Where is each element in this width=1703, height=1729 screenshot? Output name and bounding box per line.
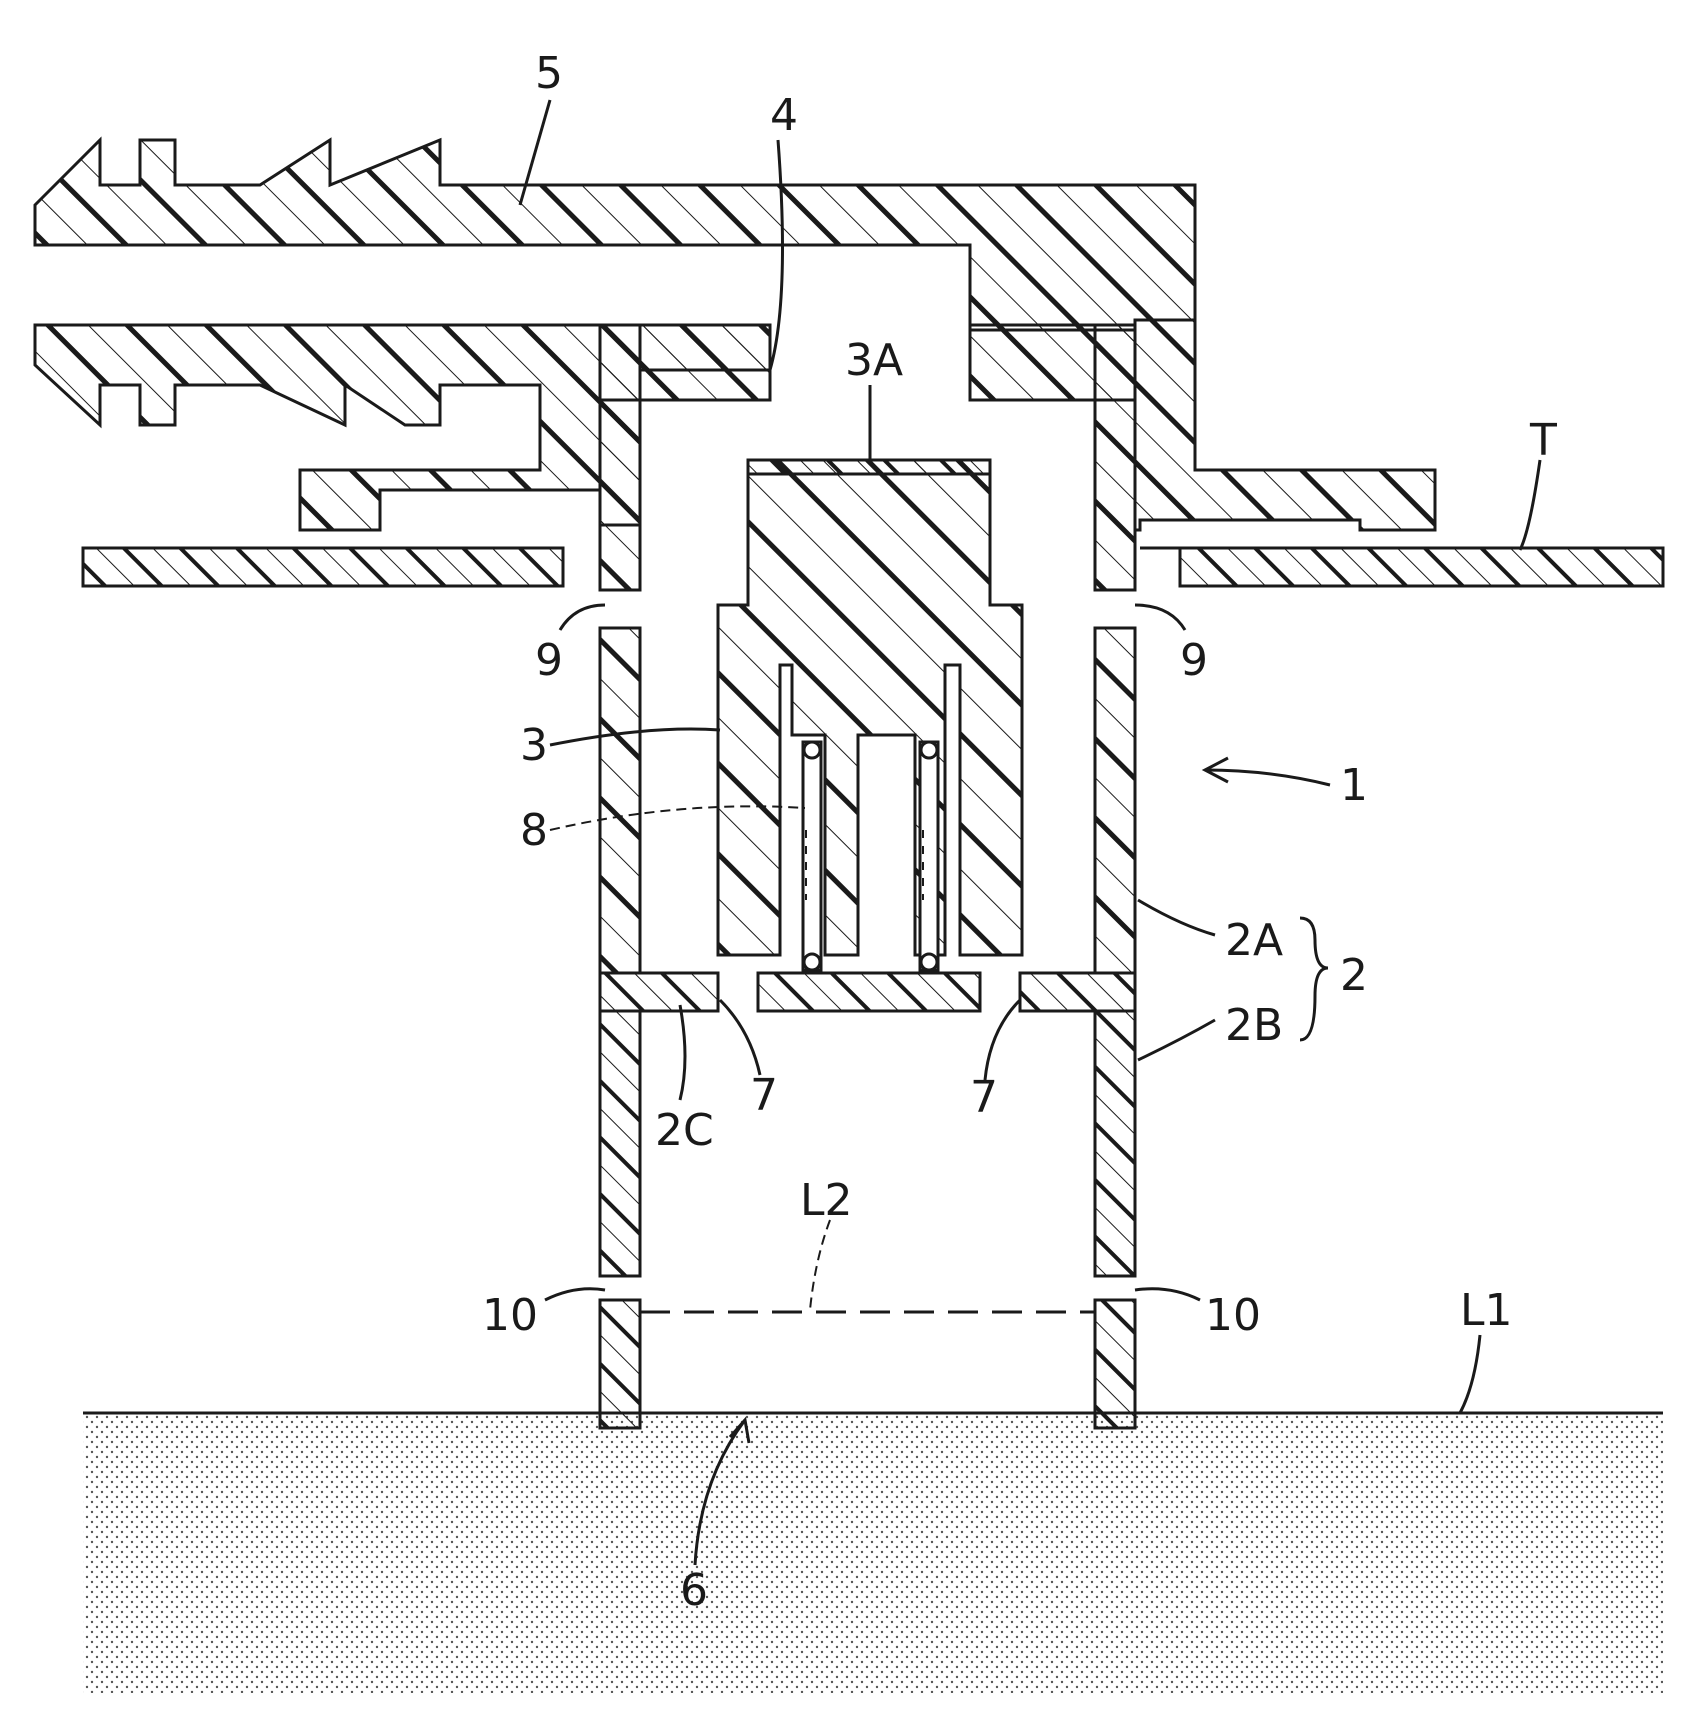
label-10-left: 10 (482, 1290, 538, 1341)
label-T: T (1529, 415, 1557, 466)
leader-10-right (1135, 1289, 1200, 1300)
leader-9-left (560, 605, 605, 630)
label-2A: 2A (1225, 915, 1283, 966)
label-1: 1 (1340, 760, 1368, 811)
leader-L2 (810, 1220, 830, 1310)
partition-2C-right (1020, 973, 1135, 1011)
partition-2C-left (600, 973, 718, 1011)
leader-2C (680, 1005, 685, 1100)
spring-8-left (803, 742, 821, 970)
leader-L1 (1460, 1335, 1480, 1413)
label-2B: 2B (1225, 1000, 1283, 1051)
label-4: 4 (770, 90, 798, 141)
casing-2B-left-wall-lower (600, 1300, 640, 1428)
label-7-left: 7 (750, 1070, 778, 1121)
casing-2B-left-wall-upper (600, 1011, 640, 1276)
leader-9-right (1135, 605, 1185, 630)
brace-2 (1300, 918, 1328, 1040)
leader-7-left (720, 1000, 760, 1075)
label-9-left: 9 (535, 635, 563, 686)
seal-3A (748, 460, 990, 474)
label-3A: 3A (845, 335, 903, 386)
label-7-right: 7 (970, 1072, 998, 1123)
label-6: 6 (680, 1565, 708, 1616)
leader-1-arrow (1205, 770, 1330, 785)
label-L1: L1 (1460, 1285, 1513, 1336)
casing-top-left (600, 325, 770, 400)
casing-2A-right-wall-lower (1095, 628, 1135, 973)
label-10-right: 10 (1205, 1290, 1261, 1341)
pipe-5-upper-wall (35, 140, 1195, 330)
leader-7-right (985, 1000, 1020, 1080)
label-2C: 2C (655, 1105, 714, 1156)
label-3: 3 (520, 720, 548, 771)
pipe-5-right-wall (1135, 320, 1435, 530)
casing-2B-right-wall-upper (1095, 1011, 1135, 1276)
label-2: 2 (1340, 950, 1368, 1001)
spring-8-right (920, 742, 938, 970)
leader-4 (770, 140, 783, 370)
leader-T (1520, 460, 1540, 550)
liquid-region (83, 1413, 1663, 1693)
float-3 (718, 460, 1022, 955)
leader-2B (1138, 1020, 1215, 1060)
tank-wall-right (1180, 548, 1663, 586)
float-base-plate (758, 973, 980, 1011)
leader-10-left (545, 1289, 605, 1300)
casing-top-right (970, 325, 1135, 400)
label-9-right: 9 (1180, 635, 1208, 686)
label-5: 5 (535, 48, 563, 99)
tank-wall-left (83, 548, 563, 586)
leader-2A (1138, 900, 1215, 935)
casing-2A-left-wall-lower (600, 628, 640, 973)
label-8: 8 (520, 805, 548, 856)
label-L2: L2 (800, 1175, 853, 1226)
casing-2B-right-wall-lower (1095, 1300, 1135, 1428)
